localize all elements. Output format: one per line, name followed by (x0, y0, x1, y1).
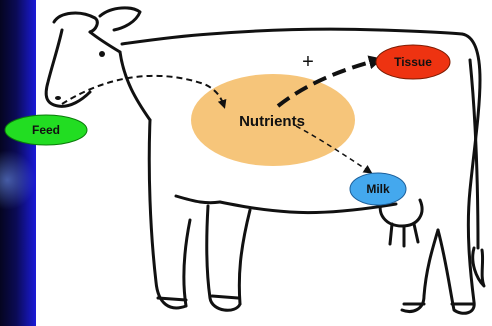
tissue-label: Tissue (394, 55, 432, 69)
milk-label: Milk (366, 182, 390, 196)
nutrients-label: Nutrients (239, 113, 305, 130)
plus-annotation: + (302, 51, 314, 73)
cow-nostril (55, 96, 61, 100)
feed-label: Feed (32, 123, 60, 137)
cow-eye (99, 51, 105, 57)
